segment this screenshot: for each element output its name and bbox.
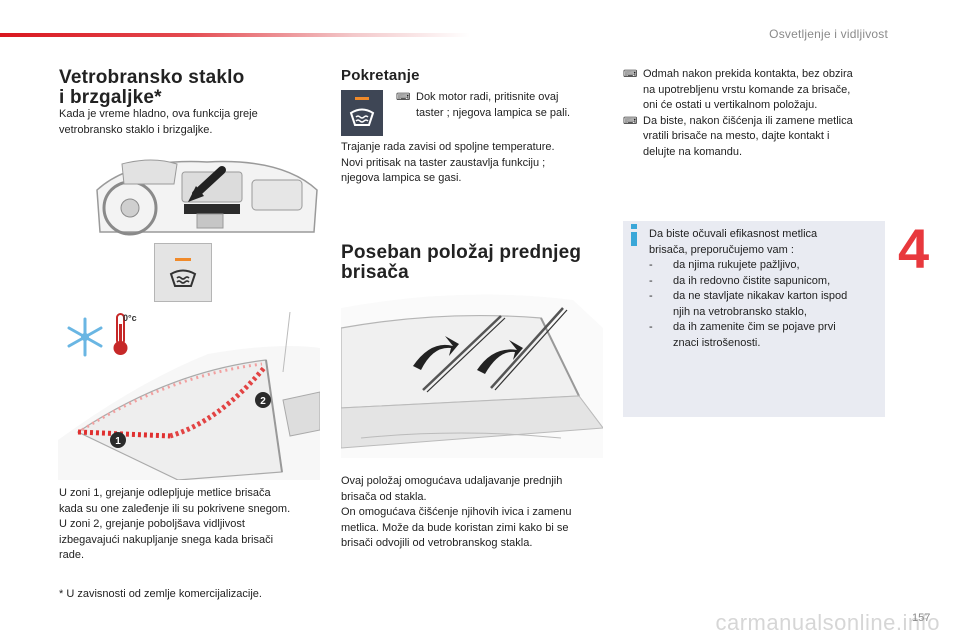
zone-1-marker — [110, 432, 126, 448]
info-line: brisača, preporučujemo vam : — [649, 243, 794, 256]
start-instruction: ⌨ Dok motor radi, pritisnite ovaj taster… — [396, 90, 570, 121]
note-line: delujte na komandu. — [643, 145, 743, 158]
intro-line: vetrobransko staklo i brizgaljke. — [59, 123, 213, 136]
page-title-line2: i brzgaljke* — [59, 87, 162, 108]
info-box — [623, 221, 885, 417]
duration-line: Novi pritisak na taster zaustavlja funkc… — [341, 156, 546, 169]
info-line: njih na vetrobransko staklo, — [673, 305, 807, 318]
wiper-illustration — [341, 294, 603, 458]
arrow-icon — [477, 340, 523, 374]
zone-2-marker — [255, 392, 271, 408]
zones-line: kada su one zaleđenje ili su pokrivene s… — [59, 502, 291, 515]
description-line: metlica. Može da bude koristan zimi kako… — [341, 521, 569, 534]
info-line: Da biste očuvali efikasnost metlica — [649, 228, 818, 240]
section-title-wiper: Poseban položaj prednjeg brisača — [341, 243, 581, 283]
note-line: oni će ostati u vertikalnom položaju. — [643, 99, 818, 111]
chapter-number: 4 — [898, 217, 930, 280]
info-line: da ih redovno čistite sapunicom, — [673, 274, 831, 287]
arrow-icon — [413, 336, 459, 370]
page-number: 157 — [912, 612, 931, 624]
bullet-marker: ⌨ — [396, 92, 411, 103]
description-line: brisači odvojili od vetrobranskog stakla… — [341, 537, 533, 549]
note-item: ⌨ Da biste, nakon čišćenja ili zamene me… — [623, 114, 893, 161]
zones-line: izbegavajući nakupljanje snega kada bris… — [59, 533, 274, 546]
duration-line: njegova lampica se gasi. — [341, 172, 462, 184]
info-line: da ne stavljate nikakav karton ispod — [673, 290, 848, 302]
intro-line: Kada je vreme hladno, ova funkcija greje — [59, 108, 258, 120]
watermark: carmanualsonline.info — [715, 610, 940, 635]
instruction-line: Dok motor radi, pritisnite ovaj — [416, 91, 559, 103]
defrost-button-icon — [341, 90, 383, 136]
zone-2-label: 2 — [260, 396, 266, 407]
indicator-lamp — [355, 97, 369, 100]
info-item: - da ih zamenite čim se pojave prvi znac… — [649, 320, 881, 351]
note-line: na upotrebljenu vrstu komande za brisače… — [643, 83, 851, 96]
thermometer-icon — [113, 313, 128, 355]
footnote: * U zavisnosti od zemlje komercijalizaci… — [59, 588, 262, 600]
windscreen-illustration: 1 2 — [58, 312, 320, 480]
description-line: On omogućava čišćenje njihovih ivica i z… — [341, 506, 572, 518]
info-line: da ih zamenite čim se pojave prvi — [673, 321, 836, 333]
page-title: Vetrobransko staklo i brzgaljke* — [59, 68, 244, 108]
instruction-line: taster ; njegova lampica se pali. — [416, 106, 571, 119]
info-icon — [631, 224, 637, 246]
zone-1-label: 1 — [115, 436, 121, 447]
note-line: Odmah nakon prekida kontakta, bez obzira — [643, 68, 853, 80]
zones-line: rade. — [59, 549, 85, 561]
defrost-button-illustration — [154, 243, 212, 302]
section-title-start: Pokretanje — [341, 67, 420, 84]
windscreen-heating-icon — [169, 269, 197, 287]
info-item: - da ih redovno čistite sapunicom, — [649, 274, 881, 290]
indicator-lamp — [175, 258, 191, 261]
wiper-notes: ⌨ Odmah nakon prekida kontakta, bez obzi… — [623, 67, 893, 160]
zones-line: U zoni 2, grejanje poboljšava vidljivost — [59, 518, 245, 530]
dashboard-illustration — [96, 159, 318, 236]
duration-text: Trajanje rada zavisi od spoljne temperat… — [341, 140, 555, 187]
info-line: da njima rukujete pažljivo, — [673, 259, 800, 271]
header-accent-bar — [0, 33, 470, 37]
description-line: Ovaj položaj omogućava udaljavanje predn… — [341, 475, 563, 487]
intro-text: Kada je vreme hladno, ova funkcija greje… — [59, 107, 258, 138]
temperature-label: 0°c — [123, 313, 137, 323]
snowflake-icon — [67, 317, 103, 357]
section-header: Osvetljenje i vidljivost — [769, 27, 888, 41]
zones-line: U zoni 1, grejanje odlepljuje metlice br… — [59, 487, 271, 499]
wiper-description: Ovaj položaj omogućava udaljavanje predn… — [341, 474, 572, 552]
note-line: vratili brisače na mesto, dajte kontakt … — [643, 130, 830, 142]
info-text: Da biste očuvali efikasnost metlica bris… — [649, 227, 881, 351]
description-line: brisača od stakla. — [341, 490, 427, 503]
info-item: - da ne stavljate nikakav karton ispod n… — [649, 289, 881, 320]
windscreen-heating-icon — [349, 108, 375, 126]
bullet-marker: ⌨ — [623, 115, 638, 127]
note-item: ⌨ Odmah nakon prekida kontakta, bez obzi… — [623, 67, 893, 114]
page-title-line1: Vetrobransko staklo — [59, 67, 245, 88]
info-item: - da njima rukujete pažljivo, — [649, 258, 881, 274]
bullet-marker: ⌨ — [623, 69, 638, 80]
info-line: znaci istrošenosti. — [673, 336, 761, 349]
duration-line: Trajanje rada zavisi od spoljne temperat… — [341, 141, 555, 153]
section-title-line: Poseban položaj prednjeg — [341, 242, 582, 263]
note-line: Da biste, nakon čišćenja ili zamene metl… — [643, 114, 853, 127]
zones-description: U zoni 1, grejanje odlepljuje metlice br… — [59, 486, 290, 564]
section-title-line: brisača — [341, 262, 409, 283]
